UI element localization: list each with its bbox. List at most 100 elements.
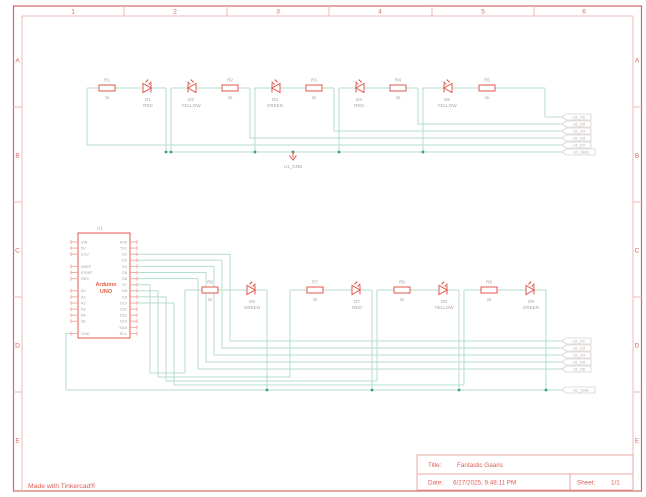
row-label-left: C [15, 248, 20, 255]
top-gnd-rail [165, 88, 562, 153]
net-wire [333, 88, 562, 132]
resistor-R5: R5 1k [478, 78, 496, 100]
pin-label: SDA [119, 326, 127, 330]
resistor-R7: R7 1k [306, 280, 324, 302]
pin-label: A3 [81, 308, 86, 312]
led-ref: D6 [249, 299, 255, 304]
net-flag: U1_D5 [561, 120, 592, 128]
resistor-R8: R8 1k [393, 280, 411, 302]
resistor-ref: R4 [395, 78, 401, 83]
sheet-title: Fantastic Gaaris [457, 462, 503, 469]
resistor-value: 1k [485, 95, 491, 100]
arduino-right-pin-stubs [130, 240, 138, 336]
net-wire [544, 88, 562, 118]
pin-label: D2 [122, 253, 127, 257]
row-label-left: D [15, 343, 20, 350]
pin-label: D8 [122, 289, 127, 293]
row-label-right: C [635, 248, 640, 255]
led-symbol [270, 78, 281, 93]
column-label: 4 [378, 9, 382, 16]
row-label-left: B [15, 153, 19, 160]
pin-label: D11 [120, 308, 127, 312]
sheet-frame: 1 2 3 4 5 6 A B C D E A B C D E [12, 5, 643, 492]
pin-wire-d7 [137, 284, 185, 374]
led-symbol [142, 78, 153, 93]
resistor-ref: R7 [312, 280, 318, 285]
led-ref: D9 [528, 299, 534, 304]
net-flag-label: U1_D4 [573, 128, 586, 133]
resistor-symbol [478, 84, 496, 92]
resistor-value: 1k [400, 297, 406, 302]
bottom-gnd-drops [266, 290, 547, 390]
frame-division-ticks [13, 6, 642, 393]
pin-label: RES [81, 277, 89, 281]
arduino-right-pin-labels: RX0 TX1 D2 D3 D4 D5 D6 D7 D8 D9 D10 D11 … [119, 240, 127, 336]
led-color: YELLOW [181, 103, 201, 108]
column-label: 3 [276, 9, 280, 16]
resistor-symbol [306, 286, 324, 294]
led-ref: D1 [145, 97, 151, 102]
net-flag-label: U1_D3 [573, 345, 585, 350]
pin-label: A1 [81, 295, 86, 299]
pin-label: SCL [120, 332, 127, 336]
row-label-right: B [635, 153, 639, 160]
led-D8: D8 YELLOW [434, 280, 454, 310]
row-label-left: E [15, 438, 20, 445]
resistor-symbol [305, 84, 323, 92]
resistor-R1: R1 1k [98, 78, 116, 100]
title-block-dividers [417, 473, 633, 490]
pin-label: IOREF [81, 271, 93, 275]
pin-wire-d4 [137, 265, 562, 356]
led-D7: D7 RED [351, 280, 363, 310]
resistor-value: 1k [208, 297, 214, 302]
net-flag-label: U1_D3 [573, 135, 585, 140]
sheet-date: 6/27/2025, 9:48:11 PM [453, 480, 516, 487]
net-flag: U1_D6 [561, 365, 592, 373]
row-label-right: D [635, 343, 640, 350]
column-label: 2 [173, 9, 177, 16]
pin-wire-d9 [137, 296, 377, 382]
arduino-name-line1: Arduino [95, 282, 117, 288]
resistor-ref: R1 [104, 78, 110, 83]
net-flag-label: U1_D2 [573, 142, 585, 147]
pin-label: D5 [122, 271, 127, 275]
row-label-right: A [635, 58, 640, 65]
resistor-R9: R9 1k [480, 280, 498, 302]
frame-outer-border [12, 5, 643, 492]
pin-label: D6 [122, 277, 127, 281]
resistor-ref: R6 [207, 280, 213, 285]
tinkercad-credit: Made with Tinkercad® [28, 482, 95, 490]
arduino-ref: U1 [97, 226, 103, 231]
row-label-left: A [15, 58, 20, 65]
arduino-left-pin-labels: VIN 5V 3.3V AREF IOREF RES A0 A1 A2 A3 A… [81, 240, 93, 336]
net-flag-label: U1_D5 [573, 359, 585, 364]
resistor-R6: R6 1k [201, 280, 219, 302]
led-ref: D5 [444, 97, 450, 102]
net-flag: U1_D3 [561, 134, 592, 142]
net-wire [249, 88, 562, 139]
net-wire [86, 88, 562, 146]
pin-label: GND [81, 332, 90, 336]
net-flag: U1_D5 [561, 358, 592, 366]
resistor-symbol [221, 84, 239, 92]
led-ref: D7 [354, 299, 360, 304]
led-D5: D5 YELLOW [437, 78, 457, 108]
net-flag-label: U1_GND [573, 149, 589, 154]
net-flag: U1_GND [561, 148, 596, 156]
bottom-signal-drops [184, 290, 465, 385]
led-ref: D2 [188, 97, 194, 102]
led-symbol [246, 280, 257, 295]
led-D3: D3 GREEN [267, 78, 283, 108]
net-flag: U1_D3 [561, 344, 592, 352]
resistor-value: 1k [228, 95, 234, 100]
sheet-label: Sheet: [577, 480, 595, 487]
net-flag: U1_D4 [561, 351, 592, 359]
date-label: Date: [428, 480, 443, 487]
net-flag-label: U1_D4 [573, 352, 586, 357]
led-symbol [351, 280, 362, 295]
led-ref: D4 [356, 97, 362, 102]
pin-wire-d10 [137, 302, 464, 386]
column-label: 1 [71, 9, 75, 16]
led-color: GREEN [523, 305, 539, 310]
